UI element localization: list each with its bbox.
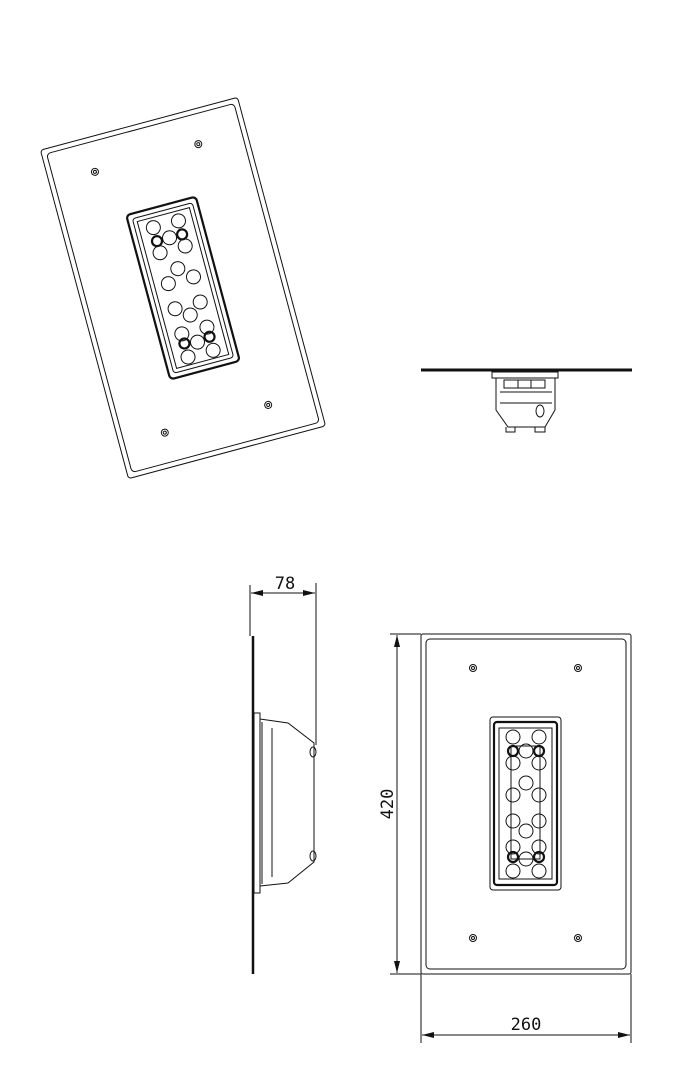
cable-hole-icon (185, 269, 201, 285)
cable-hole-icon (178, 337, 191, 350)
top-view (421, 368, 632, 433)
screws (469, 664, 582, 942)
cable-hole-icon (170, 261, 186, 277)
cable-hole-icon (203, 330, 216, 343)
cable-hole-icon (531, 813, 547, 829)
cable-entry-holes (505, 729, 547, 879)
cable-hole-icon (205, 342, 221, 358)
cable-hole-icon (182, 307, 198, 323)
cable-hole-icon (532, 850, 546, 864)
cable-box (489, 716, 562, 891)
dimension-width-label: 260 (511, 1015, 542, 1035)
screw-icon (264, 400, 273, 409)
cable-hole-icon (192, 294, 208, 310)
cable-hole-icon (199, 319, 215, 335)
dimension-depth-label: 78 (275, 574, 295, 594)
cable-hole-icon (174, 326, 190, 342)
cable-hole-icon (518, 851, 534, 867)
cable-hole-icon (506, 850, 520, 864)
cable-hole-icon (180, 349, 196, 365)
plate-outline (40, 97, 326, 479)
cable-hole-icon (531, 729, 547, 745)
cable-hole-icon (518, 823, 534, 839)
cable-hole-icon (532, 744, 546, 758)
cable-hole-icon (505, 755, 521, 771)
side-view (251, 636, 317, 974)
cable-hole-icon (505, 813, 521, 829)
screw-icon (90, 167, 99, 176)
cable-hole-icon (505, 839, 521, 855)
cable-hole-icon (150, 235, 164, 248)
cable-hole-icon (170, 213, 186, 229)
cable-hole-icon (505, 729, 521, 745)
dimension-height-label: 420 (378, 789, 398, 820)
cable-hole-icon (531, 863, 547, 879)
isometric-view (40, 97, 326, 479)
front-view (420, 633, 632, 975)
dimension-height: 420 (378, 633, 421, 975)
cable-hole-icon (531, 839, 547, 855)
screw-icon (160, 428, 169, 437)
cable-hole-icon (531, 787, 547, 803)
screw-icon (194, 140, 203, 149)
dimension-depth: 78 (249, 574, 317, 745)
cable-box (126, 196, 240, 380)
cable-hole-icon (505, 787, 521, 803)
cable-hole-icon (167, 301, 183, 317)
cable-hole-icon (145, 220, 161, 236)
cable-hole-icon (162, 230, 178, 246)
cable-hole-icon (531, 755, 547, 771)
cable-hole-icon (189, 334, 205, 350)
cable-hole-icon (505, 863, 521, 879)
plate-outline (420, 633, 632, 975)
cable-hole-icon (177, 238, 193, 254)
dimension-width: 260 (420, 974, 632, 1043)
cable-hole-icon (152, 245, 168, 261)
cable-hole-icon (506, 744, 520, 758)
cable-hole-icon (518, 775, 534, 791)
cable-hole-icon (160, 276, 176, 292)
cable-hole-icon (175, 228, 189, 241)
